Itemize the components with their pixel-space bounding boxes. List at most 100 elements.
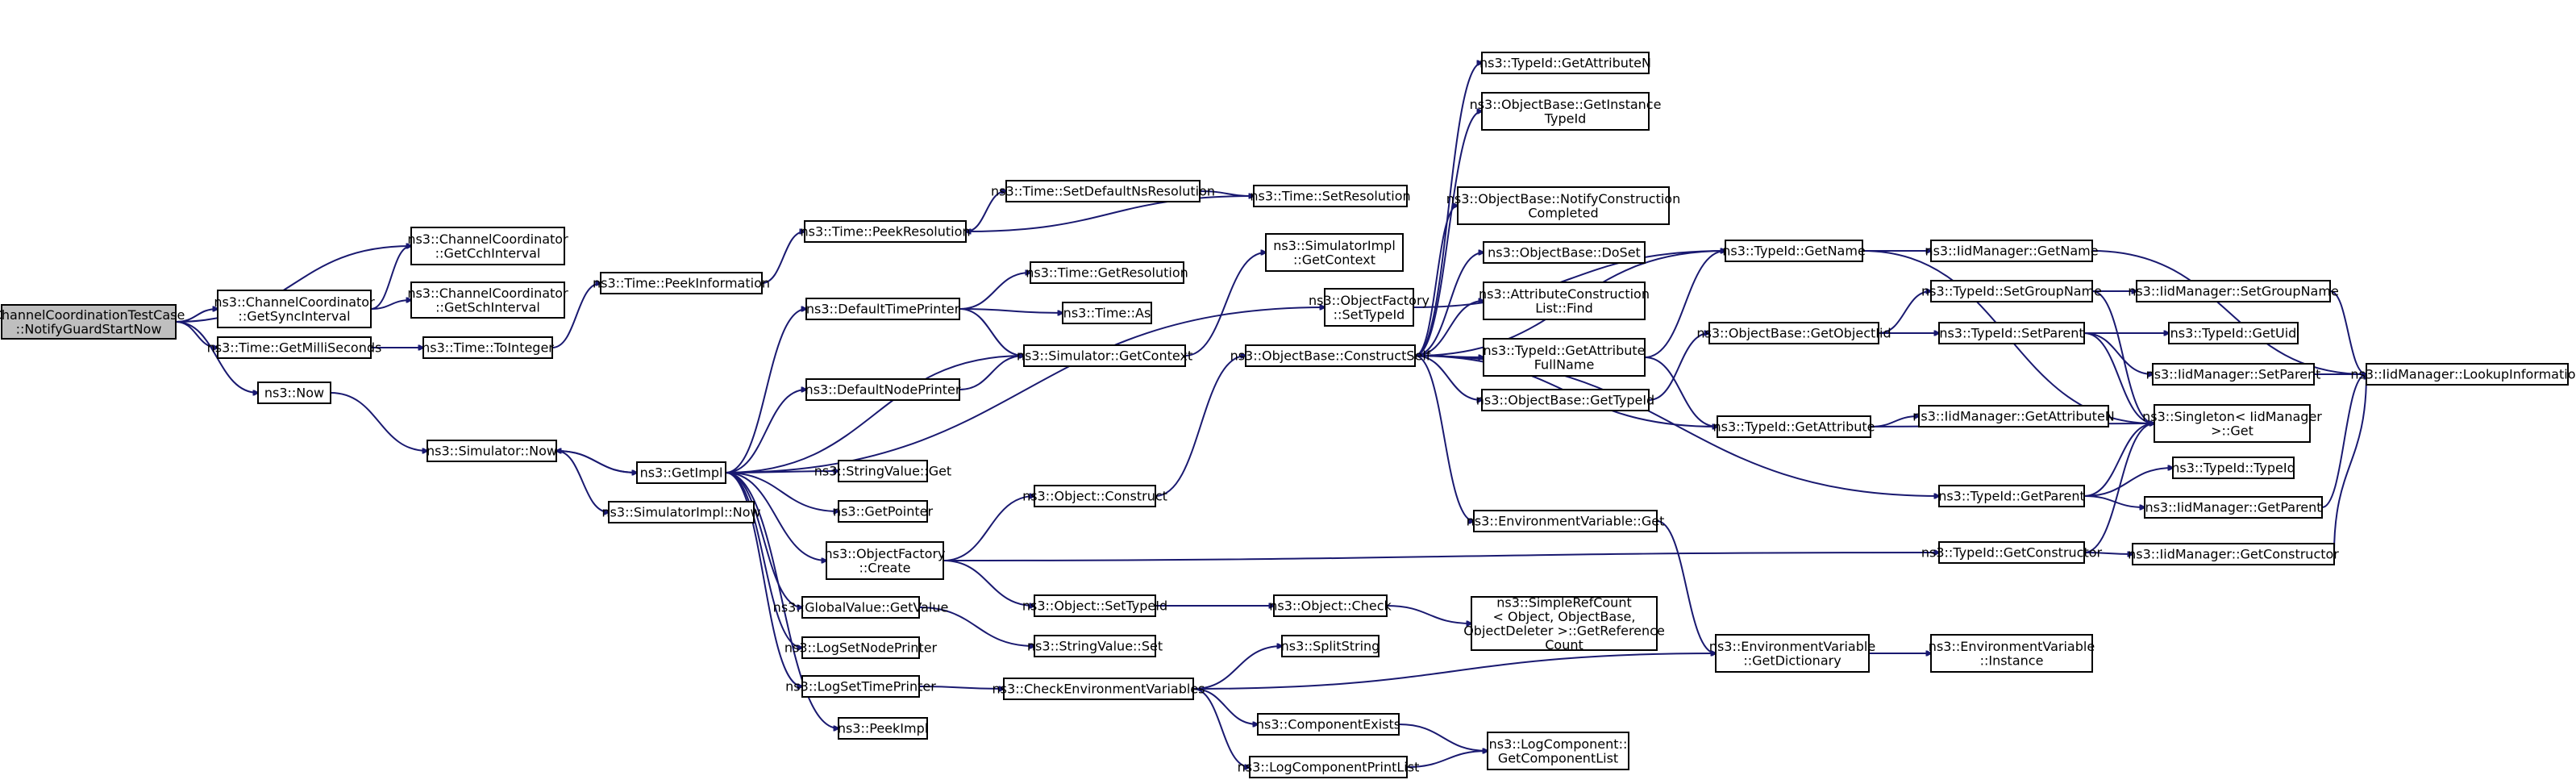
function-node-envGetDict[interactable]: ns3::EnvironmentVariable::GetDictionary [1709,634,1875,673]
function-node-obConstructSelf[interactable]: ns3::ObjectBase::ConstructSelf [1230,344,1431,367]
node-label-line: ns3::Singleton< IidManager [2142,409,2322,424]
function-node-objSetTid[interactable]: ns3::Object::SetTypeId [1022,594,1167,617]
function-node-iidLookup[interactable]: ns3::IidManager::LookupInformation [2350,363,2576,386]
function-node-setDefNs[interactable]: ns3::Time::SetDefaultNsResolution [991,180,1215,202]
function-node-obGetOid[interactable]: ns3::ObjectBase::GetObjectIid [1696,322,1891,344]
node-box [608,501,755,523]
function-node-getPointer[interactable]: ns3::GetPointer [833,500,934,523]
function-node-getCch[interactable]: ns3::ChannelCoordinator::GetCchInterval [407,227,568,265]
function-node-simImplGetCtx[interactable]: ns3::SimulatorImpl::GetContext [1265,233,1404,272]
node-box [1265,233,1404,272]
function-node-simGetCtx[interactable]: ns3::Simulator::GetContext [1017,344,1192,367]
function-node-tidSetGroup[interactable]: ns3::TypeId::SetGroupName [1921,280,2102,302]
function-node-stringGet[interactable]: ns3::StringValue::Get [814,460,951,482]
function-node-obDoSet[interactable]: ns3::ObjectBase::DoSet [1483,241,1646,264]
function-node-timeAs[interactable]: ns3::Time::As [1062,302,1152,324]
node-label-line: ::GetCchInterval [435,245,541,261]
function-node-logSetTime[interactable]: ns3::LogSetTimePrinter [785,675,936,698]
function-node-getMilli[interactable]: ns3::Time::GetMilliSeconds [207,336,382,359]
function-node-ofSetTid[interactable]: ns3::ObjectFactory::SetTypeId [1309,288,1429,327]
function-node-objConstruct[interactable]: ns3::Object::Construct [1022,485,1167,507]
function-node-simpleRef[interactable]: ns3::SimpleRefCount< Object, ObjectBase,… [1463,594,1665,653]
function-node-iidGetName[interactable]: ns3::IidManager::GetName [1925,240,2099,262]
node-box [1487,732,1629,770]
function-node-getSync[interactable]: ns3::ChannelCoordinator::GetSyncInterval [214,290,375,328]
function-node-logCompPrint[interactable]: ns3::LogComponentPrintList [1238,756,1420,778]
function-node-singletonGet[interactable]: ns3::Singleton< IidManager>::Get [2142,404,2322,443]
function-node-compExists[interactable]: ns3::ComponentExists [1256,713,1400,736]
function-node-splitString[interactable]: ns3::SplitString [1281,635,1380,657]
node-box [2172,457,2295,479]
node-label-line: ns3::PeekImpl [838,721,928,736]
function-node-envGet[interactable]: ns3::EnvironmentVariable::Get [1467,510,1665,532]
function-node-obNotify[interactable]: ns3::ObjectBase::NotifyConstructionCompl… [1446,186,1680,225]
function-node-getSch[interactable]: ns3::ChannelCoordinator::GetSchInterval [407,281,568,319]
function-node-iidSetGroup[interactable]: ns3::IidManager::SetGroupName [2128,280,2339,302]
function-node-iidGetAttrN[interactable]: ns3::IidManager::GetAttributeN [1912,405,2115,427]
function-node-checkEnv[interactable]: ns3::CheckEnvironmentVariables [993,678,1205,700]
node-label-line: GetComponentList [1498,750,1618,765]
call-edge-getImpl-to-defNodePrinter [725,390,806,473]
function-node-getImpl[interactable]: ns3::GetImpl [636,461,726,484]
node-label-line: ns3::ObjectBase::GetTypeId [1476,393,1654,408]
function-node-toInteger[interactable]: ns3::Time::ToInteger [422,336,554,359]
function-node-objCheck[interactable]: ns3::Object::Check [1269,594,1392,617]
node-box [1005,180,1201,202]
function-node-simImplNow[interactable]: ns3::SimulatorImpl::Now [601,501,761,523]
call-edge-iidGetParent-to-iidLookup [2321,374,2366,508]
node-label-line: ns3::StringValue::Get [814,464,951,479]
node-label-line: ns3::IidManager::GetParent [2145,500,2321,515]
function-node-globalGet[interactable]: ns3::GlobalValue::GetValue [773,596,949,619]
call-edge-tidGetParent-to-tidTypeId [2083,468,2173,497]
function-node-logCompGetList[interactable]: ns3::LogComponent::GetComponentList [1487,732,1629,770]
node-box [805,298,960,320]
function-node-peekRes[interactable]: ns3::Time::PeekResolution [800,220,971,243]
node-label-line: ns3::TypeId::GetUid [2170,326,2297,341]
function-node-tidGetAttrN[interactable]: ns3::TypeId::GetAttributeN [1479,52,1651,74]
function-node-stringSet[interactable]: ns3::StringValue::Set [1027,635,1163,657]
function-node-ofCreate[interactable]: ns3::ObjectFactory::Create [825,541,946,580]
node-label-line: ::GetContext [1293,252,1375,267]
function-node-iidSetParent[interactable]: ns3::IidManager::SetParent [2146,363,2321,386]
node-box [1918,405,2109,427]
function-node-tidGetAttr[interactable]: ns3::TypeId::GetAttribute [1712,415,1875,438]
function-node-now[interactable]: ns3::Now [257,382,331,404]
node-label-line: ns3::ObjectBase::ConstructSelf [1230,348,1431,364]
call-edge-simNow-to-simImplNow [556,450,609,512]
node-label-line: ns3::ObjectBase::DoSet [1488,245,1641,261]
node-label-line: ns3::GlobalValue::GetValue [773,600,949,615]
node-box [2366,363,2569,386]
node-box [257,382,331,404]
call-edge-obConstructSelf-to-obGetTid [1414,355,1482,400]
function-node-tidGetCtor[interactable]: ns3::TypeId::GetConstructor [1921,541,2103,564]
function-node-envInstance[interactable]: ns3::EnvironmentVariable::Instance [1929,634,2095,673]
function-node-tidGetName[interactable]: ns3::TypeId::GetName [1722,240,1866,262]
function-node-peekInfo[interactable]: ns3::Time::PeekInformation [593,272,770,294]
function-node-iidGetParent[interactable]: ns3::IidManager::GetParent [2144,496,2323,519]
function-node-tidTypeId[interactable]: ns3::TypeId::TypeId [2171,457,2295,479]
function-node-setRes[interactable]: ns3::Time::SetResolution [1250,185,1411,207]
node-label-line: ns3::StringValue::Set [1027,639,1163,654]
node-box [217,336,372,359]
node-box [1324,288,1414,327]
function-node-defTimePrinter[interactable]: ns3::DefaultTimePrinter [805,298,960,320]
function-node-tidGetParent[interactable]: ns3::TypeId::GetParent [1938,485,2085,507]
function-node-peekImpl[interactable]: ns3::PeekImpl [838,717,928,740]
node-label-line: Count [1545,637,1583,653]
function-node-getRes[interactable]: ns3::Time::GetResolution [1026,261,1188,284]
node-box [2152,363,2315,386]
function-node-tidGetUid[interactable]: ns3::TypeId::GetUid [2168,322,2299,344]
function-node-logSetNode[interactable]: ns3::LogSetNodePrinter [784,636,938,659]
function-node-simNow[interactable]: ns3::Simulator::Now [427,440,557,462]
function-node-obGetTid[interactable]: ns3::ObjectBase::GetTypeId [1476,389,1654,411]
function-node-iidGetCtor[interactable]: ns3::IidManager::GetConstructor [2128,543,2339,565]
function-node-defNodePrinter[interactable]: ns3::DefaultNodePrinter [805,378,961,401]
call-edge-getImpl-to-simGetCtx [725,356,1024,473]
call-edge-obConstructSelf-to-obNotify [1414,206,1458,357]
function-node-tidSetParent[interactable]: ns3::TypeId::SetParent [1938,322,2085,344]
call-edge-checkEnv-to-compExists [1192,688,1258,724]
function-node-root[interactable]: ChannelCoordinationTestCase::NotifyGuard… [0,304,185,340]
